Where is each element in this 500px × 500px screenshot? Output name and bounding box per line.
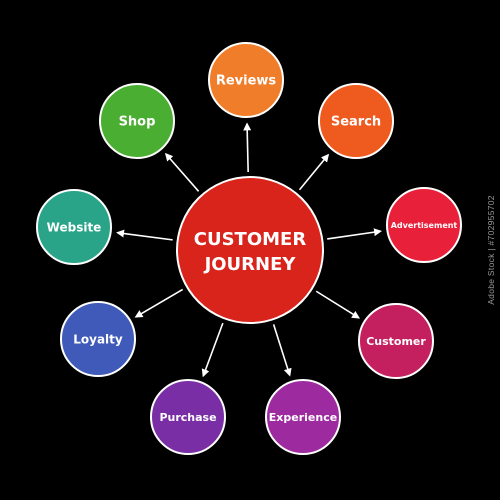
arrow-to-loyalty (134, 288, 184, 318)
arrow-to-advertisement (327, 228, 383, 240)
node-circle-reviews (208, 42, 284, 118)
node-experience: Experience (265, 379, 341, 455)
node-search: Search (318, 83, 394, 159)
node-label-purchase: Purchase (159, 411, 216, 424)
node-circle-purchase (150, 379, 226, 455)
satellite-nodes: ReviewsSearchAdvertisementCustomerExperi… (36, 42, 462, 455)
node-label-customer: Customer (366, 335, 426, 348)
node-circle-website (36, 189, 112, 265)
node-circle-experience (265, 379, 341, 455)
center-label-line-1: CUSTOMER (194, 229, 307, 250)
node-advertisement: Advertisement (386, 187, 462, 263)
node-label-advertisement: Advertisement (391, 221, 458, 230)
arrow-to-purchase (201, 322, 224, 378)
arrow-to-customer (315, 290, 361, 319)
center-label-line-2: JOURNEY (203, 254, 297, 275)
node-label-website: Website (47, 220, 102, 234)
node-reviews: Reviews (208, 42, 284, 118)
node-label-shop: Shop (119, 115, 156, 130)
node-website: Website (36, 189, 112, 265)
arrow-to-search (298, 153, 330, 191)
connector-arrows (116, 122, 383, 378)
node-label-loyalty: Loyalty (73, 332, 123, 346)
node-customer: Customer (358, 303, 434, 379)
watermark-text: Adobe Stock | #702955702 (486, 195, 496, 305)
node-label-reviews: Reviews (216, 74, 277, 89)
node-loyalty: Loyalty (60, 301, 136, 377)
node-label-search: Search (331, 115, 381, 130)
center-circle (176, 176, 324, 324)
arrow-to-website (116, 229, 173, 241)
node-circle-shop (99, 83, 175, 159)
node-circle-advertisement (386, 187, 462, 263)
node-shop: Shop (99, 83, 175, 159)
center-node: CUSTOMER JOURNEY (176, 176, 324, 324)
node-purchase: Purchase (150, 379, 226, 455)
arrow-to-reviews (243, 122, 252, 173)
node-circle-customer (358, 303, 434, 379)
watermark: Adobe Stock | #702955702 (484, 0, 498, 500)
arrow-to-experience (272, 324, 292, 377)
node-label-experience: Experience (269, 411, 337, 424)
node-circle-loyalty (60, 301, 136, 377)
node-circle-search (318, 83, 394, 159)
arrow-to-shop (164, 152, 200, 192)
